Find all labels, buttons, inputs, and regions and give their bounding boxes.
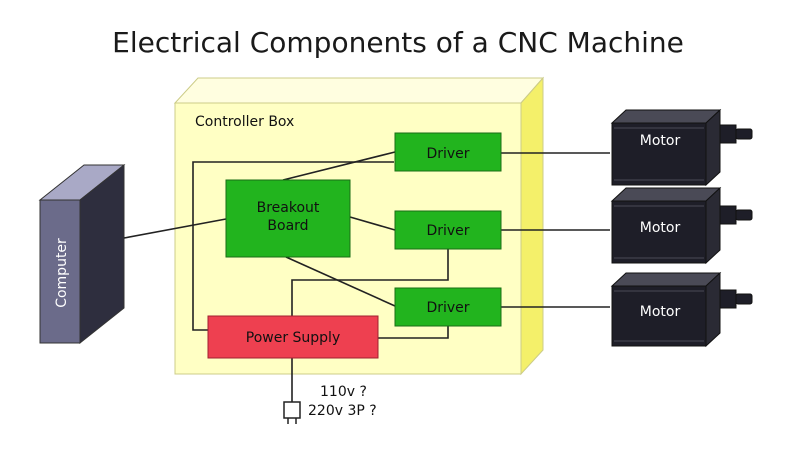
controller-box-side <box>520 76 544 376</box>
wire-breakout-driver-1 <box>282 151 396 181</box>
motor-3: Motor <box>610 271 753 348</box>
motor-2-shaft <box>735 209 753 221</box>
wire-computer-breakout <box>123 218 227 239</box>
power-supply-label: Power Supply <box>246 330 341 346</box>
motor-1-body <box>611 122 707 186</box>
driver-2: Driver <box>394 210 502 250</box>
power-supply-box <box>207 315 379 359</box>
motor-2-label: Motor <box>640 220 681 236</box>
power-supply: Power Supply <box>207 315 379 359</box>
breakout-board: Breakout Board <box>225 179 351 258</box>
wire-psu-driver-3 <box>378 326 449 339</box>
driver-3-label: Driver <box>426 300 469 316</box>
motor-1-label: Motor <box>640 133 681 149</box>
computer-label: Computer <box>54 238 70 308</box>
motor-1-shaft <box>735 128 753 140</box>
wire-breakout-driver-3 <box>285 256 396 307</box>
motor-2: Motor <box>610 186 753 265</box>
motor-3-shaft <box>735 293 753 305</box>
driver-3: Driver <box>394 287 502 327</box>
motor-3-top <box>610 272 722 287</box>
driver-3-box <box>394 287 502 327</box>
motor-3-flange <box>719 289 737 309</box>
motor-3-side <box>705 271 721 348</box>
breakout-board-label-line1: Breakout <box>257 200 320 216</box>
controller-box-top <box>173 77 545 104</box>
motor-1-top <box>610 109 722 124</box>
computer: Computer <box>38 163 126 345</box>
computer-front <box>39 199 81 344</box>
motor-2-top <box>610 187 722 202</box>
mains-label-line2: 220v 3P ? <box>308 403 377 419</box>
motor-3-body <box>611 285 707 347</box>
motor-1: Motor <box>610 108 753 187</box>
driver-1-box <box>394 132 502 172</box>
mains-label-line1: 110v ? <box>320 384 367 400</box>
motor-1-flange <box>719 124 737 144</box>
driver-2-box <box>394 210 502 250</box>
mains-plug: 110v ? 220v 3P ? <box>283 384 377 424</box>
motor-3-label: Motor <box>640 304 681 320</box>
motor-2-body <box>611 200 707 264</box>
motor-2-side <box>705 186 721 265</box>
breakout-board-box <box>225 179 351 258</box>
wire-breakout-driver-2 <box>349 216 396 231</box>
motor-2-flange <box>719 205 737 225</box>
wires <box>123 151 610 402</box>
plug-icon <box>283 401 301 419</box>
diagram-title: Electrical Components of a CNC Machine <box>112 26 684 59</box>
breakout-board-label-line2: Board <box>267 218 308 234</box>
motor-1-side <box>705 108 721 187</box>
driver-1-label: Driver <box>426 146 469 162</box>
controller-box-label: Controller Box <box>195 114 294 130</box>
wire-psu-driver-2 <box>291 249 449 316</box>
wire-psu-driver-1 <box>192 161 394 331</box>
driver-1: Driver <box>394 132 502 172</box>
driver-2-label: Driver <box>426 223 469 239</box>
